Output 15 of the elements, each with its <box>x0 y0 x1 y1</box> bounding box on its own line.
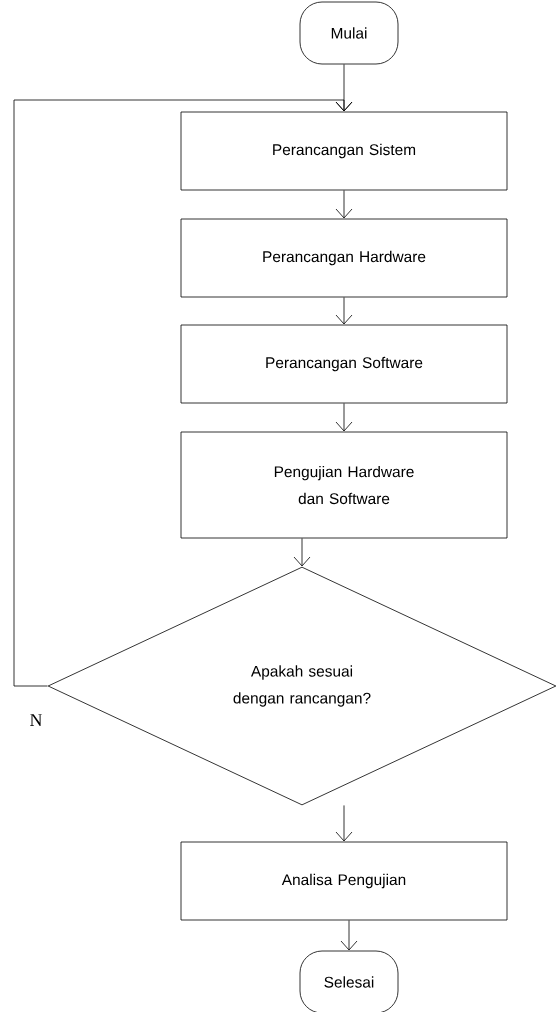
arrow <box>340 920 358 951</box>
arrow <box>335 297 353 325</box>
arrow <box>335 190 353 219</box>
arrow <box>293 538 311 567</box>
edge-label: N <box>30 714 43 726</box>
process-box: Pengujian Hardware dan Software <box>180 431 508 539</box>
loop-arrow <box>13 99 353 687</box>
arrow <box>335 805 353 842</box>
process-box: Perancangan Software <box>180 324 508 404</box>
process-box: Analisa Pengujian <box>180 841 508 921</box>
terminal-box: Selesai <box>299 950 399 1012</box>
arrow <box>335 403 353 432</box>
process-box: Perancangan Hardware <box>180 218 508 298</box>
terminal-box: Mulai <box>299 1 399 65</box>
process-box: Perancangan Sistem <box>180 111 508 191</box>
